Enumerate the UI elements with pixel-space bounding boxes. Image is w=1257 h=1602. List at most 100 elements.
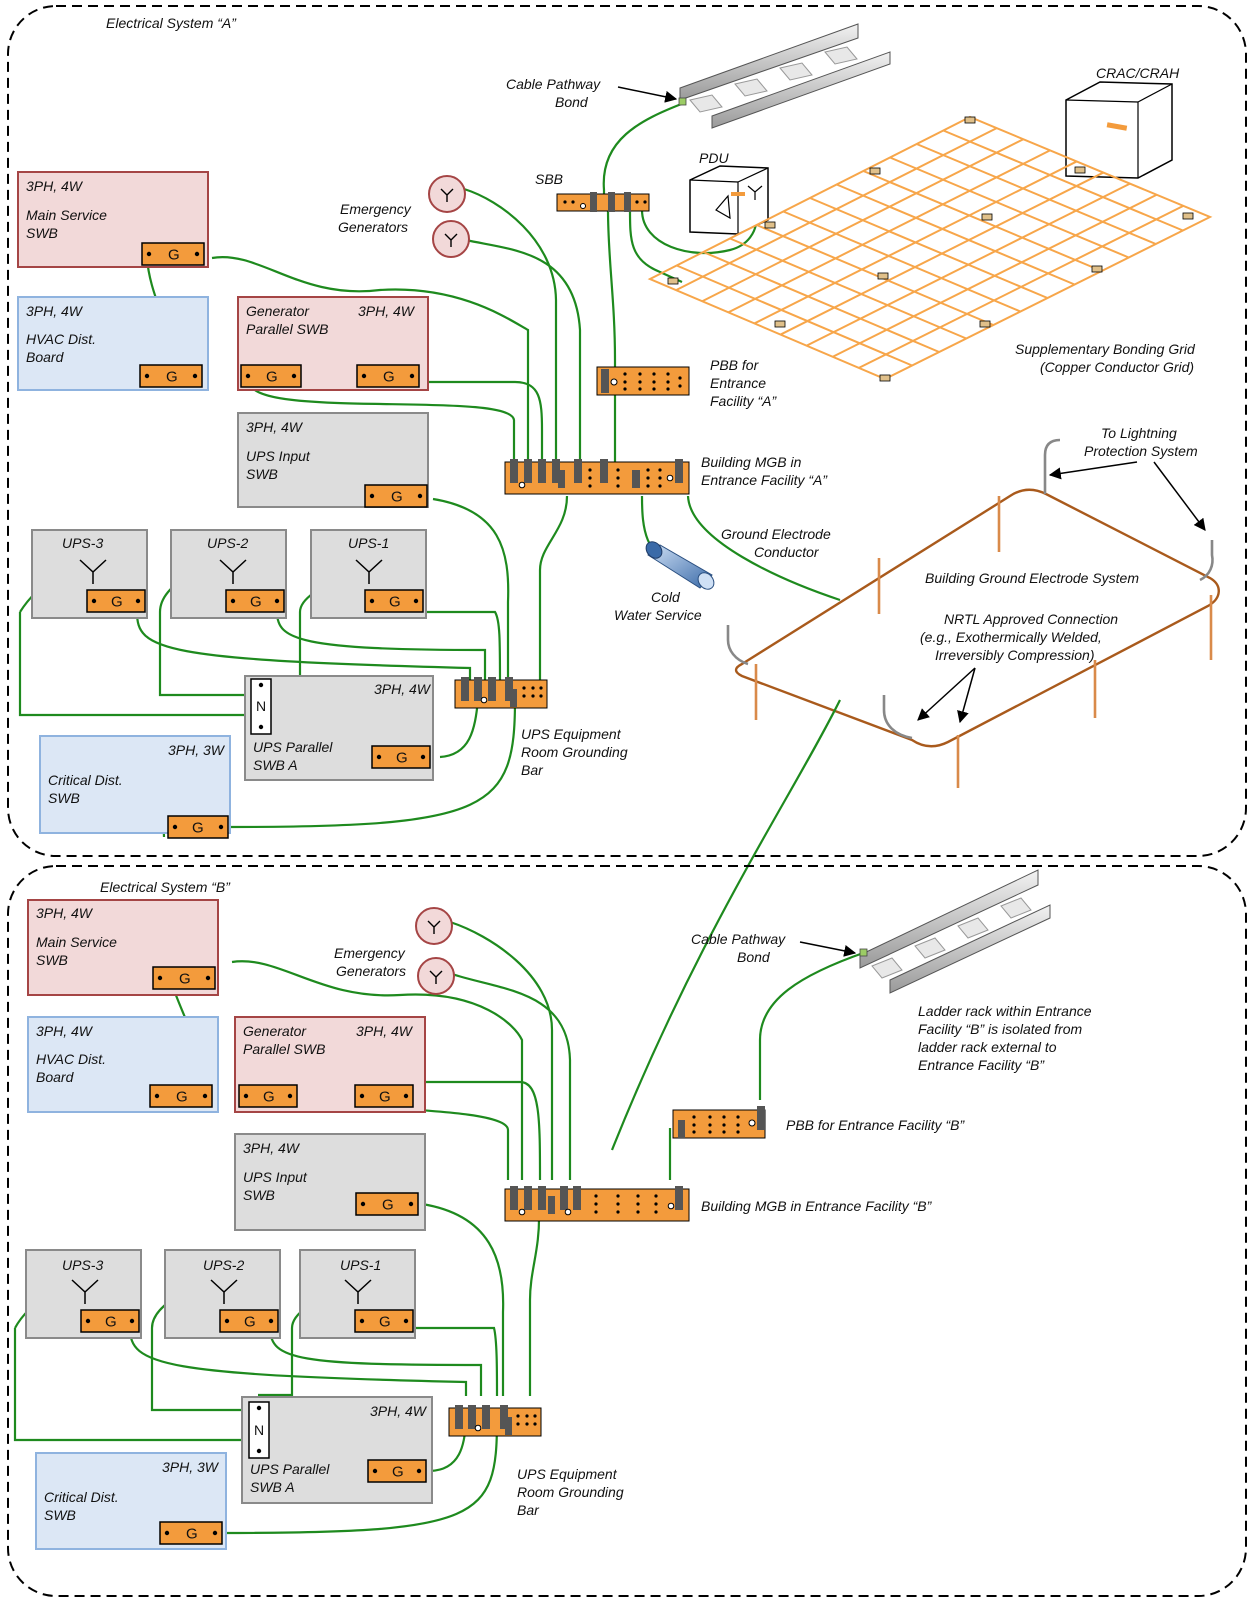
ground-bar: G <box>355 1192 419 1216</box>
main-service-swb-a: 3PH, 4W Main Service SWB G <box>17 171 209 268</box>
svg-text:SWB A: SWB A <box>253 757 298 773</box>
svg-text:G: G <box>111 594 123 611</box>
svg-text:Protection System: Protection System <box>1084 443 1198 459</box>
svg-text:G: G <box>389 594 401 611</box>
svg-text:ladder rack external to: ladder rack external to <box>918 1039 1057 1055</box>
ground-bar: G <box>367 1459 427 1483</box>
neutral-bar: N <box>250 678 272 735</box>
ups-input-swb-a: 3PH, 4W UPS Input SWB G <box>237 412 429 508</box>
system-a: Electrical System “A” <box>7 5 1247 857</box>
ups-input-spec: 3PH, 4W <box>246 419 304 435</box>
svg-text:3PH, 4W: 3PH, 4W <box>374 681 432 697</box>
hvac-spec: 3PH, 4W <box>26 303 84 319</box>
svg-text:G: G <box>396 750 408 767</box>
svg-text:G: G <box>166 369 178 386</box>
building-mgb-a: Building MGB in Entrance Facility “A” <box>504 454 828 495</box>
svg-text:G: G <box>379 1089 391 1106</box>
ups-2-b: UPS-2 G <box>164 1249 281 1339</box>
svg-text:G: G <box>383 369 395 386</box>
svg-text:3PH, 4W: 3PH, 4W <box>243 1140 301 1156</box>
system-b-title: Electrical System “B” <box>100 879 231 895</box>
gen-parallel-name: Generator <box>246 303 310 319</box>
svg-text:(e.g., Exothermically Welded,: (e.g., Exothermically Welded, <box>920 629 1102 645</box>
svg-text:Bar: Bar <box>517 1502 540 1518</box>
svg-text:HVAC Dist.: HVAC Dist. <box>36 1051 106 1067</box>
svg-text:G: G <box>379 1314 391 1331</box>
svg-text:Generators: Generators <box>336 963 406 979</box>
cable-tray-a <box>678 23 891 129</box>
gen-parallel-name2: Parallel SWB <box>246 321 328 337</box>
svg-text:Building MGB in: Building MGB in <box>701 454 802 470</box>
generator-icon <box>415 907 453 945</box>
svg-text:G: G <box>266 369 278 386</box>
critical-dist-swb-a: 3PH, 3W Critical Dist. SWB G <box>39 735 231 839</box>
generator-parallel-swb-a: Generator Parallel SWB 3PH, 4W G G <box>237 296 429 391</box>
svg-text:SBB: SBB <box>535 171 563 187</box>
supplementary-bonding-grid <box>647 115 1213 382</box>
svg-text:Building Ground Electrode Syst: Building Ground Electrode System <box>925 570 1139 586</box>
svg-text:3PH, 4W: 3PH, 4W <box>356 1023 414 1039</box>
svg-text:Supplementary Bonding Grid: Supplementary Bonding Grid <box>1015 341 1196 357</box>
hvac-name: HVAC Dist. <box>26 331 96 347</box>
svg-text:Main Service: Main Service <box>36 934 117 950</box>
ground-bar: G <box>167 815 229 839</box>
svg-text:G: G <box>391 489 403 506</box>
svg-text:G: G <box>105 1314 117 1331</box>
ups-3-b: UPS-3 G <box>25 1249 142 1339</box>
ups-1-b: UPS-1 G <box>299 1249 416 1339</box>
generator-icon <box>432 220 470 258</box>
sbb-a: SBB <box>535 171 650 212</box>
svg-text:3PH, 3W: 3PH, 3W <box>168 742 226 758</box>
svg-text:Bond: Bond <box>555 94 589 110</box>
svg-text:UPS-2: UPS-2 <box>203 1257 244 1273</box>
cable-tray-b <box>859 869 1051 994</box>
svg-text:UPS Equipment: UPS Equipment <box>521 726 622 742</box>
ground-bar: G <box>139 364 203 388</box>
ground-bar: G <box>152 966 216 990</box>
generator-icon <box>417 957 455 995</box>
svg-text:Facility “B” is isolated from: Facility “B” is isolated from <box>918 1021 1082 1037</box>
svg-text:Ground Electrode: Ground Electrode <box>721 526 831 542</box>
svg-text:N: N <box>256 698 266 714</box>
ups-parallel-swb-b: 3PH, 4W UPS Parallel SWB A N G <box>241 1396 433 1504</box>
svg-text:Generators: Generators <box>338 219 408 235</box>
ups-3-a: UPS-3 G <box>31 529 148 619</box>
emergency-generators-b: Emergency Generators <box>334 907 455 995</box>
cold-water-pipe <box>645 541 715 590</box>
svg-text:UPS-1: UPS-1 <box>348 535 389 551</box>
svg-text:Ladder rack within Entrance: Ladder rack within Entrance <box>918 1003 1092 1019</box>
svg-text:Building MGB in Entrance Facil: Building MGB in Entrance Facility “B” <box>701 1198 933 1214</box>
main-service-swb-b: 3PH, 4W Main Service SWB G <box>27 899 219 996</box>
ground-bar: G <box>354 1309 414 1333</box>
ground-bar: G <box>159 1521 223 1545</box>
svg-text:G: G <box>250 594 262 611</box>
svg-text:SWB: SWB <box>44 1507 76 1523</box>
svg-text:3PH, 4W: 3PH, 4W <box>36 1023 94 1039</box>
svg-text:PBB for Entrance Facility “B”: PBB for Entrance Facility “B” <box>786 1117 966 1133</box>
svg-text:(Copper Conductor Grid): (Copper Conductor Grid) <box>1040 359 1194 375</box>
main-service-spec: 3PH, 4W <box>26 178 84 194</box>
svg-text:UPS Parallel: UPS Parallel <box>250 1461 330 1477</box>
svg-text:SWB: SWB <box>48 790 80 806</box>
ups-1-a: UPS-1 G <box>310 529 427 619</box>
crac-crah: CRAC/CRAH <box>1065 65 1180 179</box>
svg-text:G: G <box>244 1314 256 1331</box>
svg-text:Entrance Facility “B”: Entrance Facility “B” <box>918 1057 1045 1073</box>
generator-icon <box>428 175 466 213</box>
svg-text:Bar: Bar <box>521 762 544 778</box>
gen-parallel-spec: 3PH, 4W <box>358 303 416 319</box>
svg-text:PDU: PDU <box>699 150 729 166</box>
svg-text:3PH, 4W: 3PH, 4W <box>370 1403 428 1419</box>
svg-text:Conductor: Conductor <box>754 544 820 560</box>
system-a-title: Electrical System “A” <box>106 15 237 31</box>
ground-bar: G <box>86 589 146 613</box>
pdu: PDU <box>689 150 769 235</box>
pbb-a: PBB for Entrance Facility “A” <box>596 357 777 409</box>
generator-parallel-swb-b: Generator Parallel SWB 3PH, 4W G G <box>234 1016 426 1113</box>
svg-text:UPS-3: UPS-3 <box>62 535 103 551</box>
svg-text:SWB A: SWB A <box>250 1479 295 1495</box>
hvac-name2: Board <box>26 349 65 365</box>
main-service-name: Main Service <box>26 207 107 223</box>
svg-text:Board: Board <box>36 1069 75 1085</box>
svg-text:To Lightning: To Lightning <box>1101 425 1177 441</box>
